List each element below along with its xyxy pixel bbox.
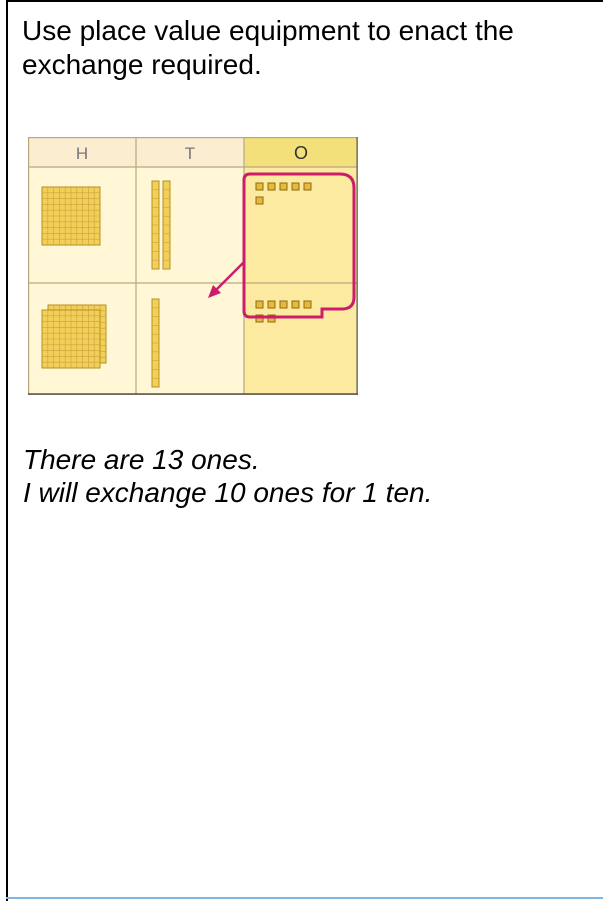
instruction-text: Use place value equipment to enact the e… (22, 14, 592, 82)
one-cube (268, 301, 275, 308)
one-cube (280, 301, 287, 308)
place-value-chart: H T O (28, 137, 358, 395)
one-cube (256, 183, 263, 190)
one-cube (304, 301, 311, 308)
header-ones: O (294, 143, 308, 163)
one-cube (292, 301, 299, 308)
cell-bottom-divider (6, 897, 603, 899)
header-tens: T (185, 144, 195, 163)
one-cube (292, 183, 299, 190)
statement-line-2: I will exchange 10 ones for 1 ten. (23, 476, 583, 509)
ones-column-background (244, 137, 358, 395)
one-cube (256, 197, 263, 204)
one-cube (280, 183, 287, 190)
one-cube (256, 301, 263, 308)
answer-statement: There are 13 ones. I will exchange 10 on… (23, 443, 583, 509)
statement-line-1: There are 13 ones. (23, 443, 583, 476)
one-cube (304, 183, 311, 190)
header-hundreds: H (76, 144, 88, 163)
one-cube (268, 183, 275, 190)
